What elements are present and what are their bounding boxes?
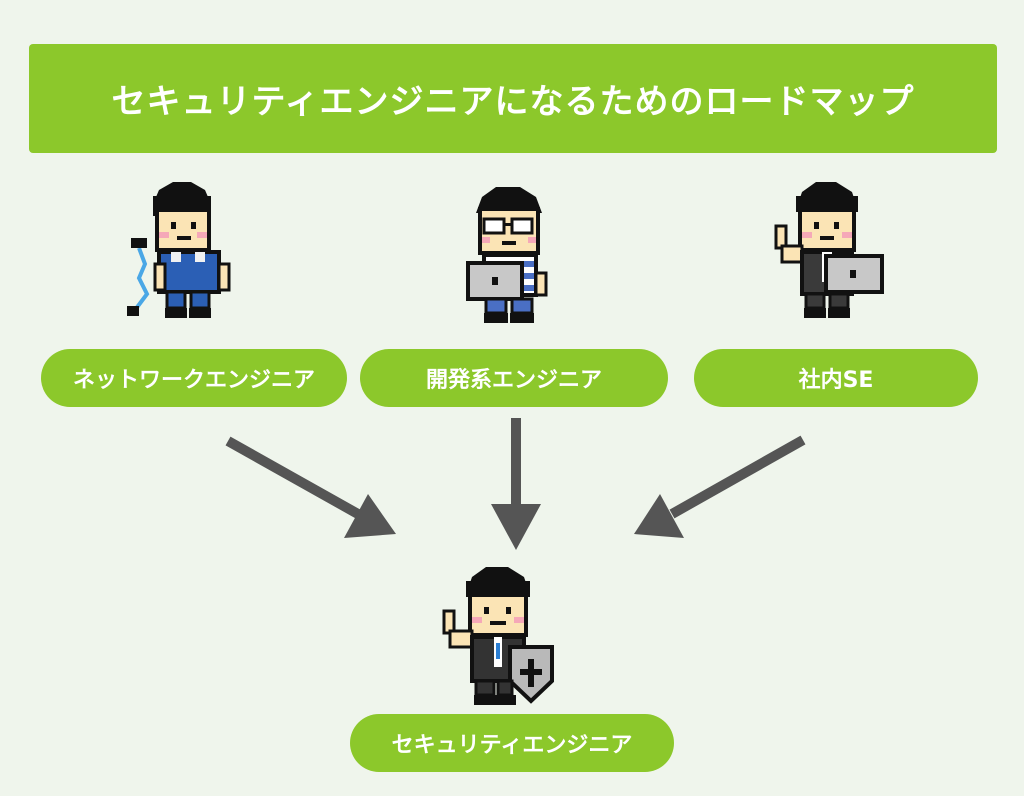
- arrow-network-to-security: [225, 436, 396, 538]
- in-house-se-icon: [772, 178, 887, 323]
- page-title: セキュリティエンジニアになるためのロードマップ: [29, 44, 997, 153]
- role-pill-network-engineer: ネットワークエンジニア: [41, 349, 347, 407]
- role-pill-in-house-se: 社内SE: [694, 349, 978, 407]
- target-pill-security-engineer: セキュリティエンジニア: [350, 714, 674, 772]
- developer-icon: [464, 183, 559, 328]
- arrow-developer-to-security: [491, 418, 541, 550]
- security-engineer-icon: [440, 563, 560, 708]
- network-engineer-icon: [125, 178, 240, 323]
- role-pill-developer: 開発系エンジニア: [360, 349, 668, 407]
- arrow-in-house-se-to-security: [634, 435, 806, 538]
